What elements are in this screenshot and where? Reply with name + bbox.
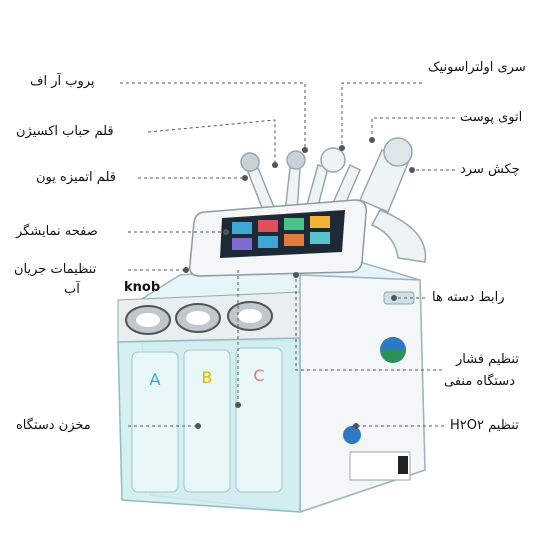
tank-bottle [183, 349, 231, 493]
tank-bottle [235, 347, 283, 493]
knob-cap [136, 313, 160, 327]
leader-dot [302, 147, 308, 153]
label-oxygen-pen: قلم حباب اکسیژن [16, 124, 114, 139]
screen-tile [232, 222, 252, 234]
tank-letter-a: A [150, 370, 161, 389]
leader-lines [120, 82, 455, 427]
tank-bottle [131, 351, 179, 493]
leader-probe-rf [120, 82, 306, 150]
leader-pressure [295, 275, 442, 371]
leader-dot [339, 145, 345, 151]
handpiece-rf-head [240, 152, 260, 172]
leader-dot [391, 295, 397, 301]
leader-dot [223, 229, 229, 235]
screen-tile [258, 236, 278, 248]
screen-tile [232, 238, 252, 250]
handpiece-oxygen-head [286, 150, 306, 170]
tank-bottles [131, 347, 283, 493]
label-knob: knob [124, 280, 161, 295]
screen-tiles [232, 216, 330, 250]
handpiece-ultrasonic-head [320, 147, 346, 173]
knob-cap [238, 309, 262, 323]
label-ion-pen: قلم اتمیزه یون [36, 170, 116, 185]
screen-tile [284, 234, 304, 246]
label-ultrasonic: سری اولتراسونیک [428, 60, 526, 75]
screen-tile [310, 232, 330, 244]
leader-dot [195, 423, 201, 429]
leader-dot [293, 272, 299, 278]
label-screen: صفحه نمایشگر [16, 224, 98, 239]
leader-skin-iron [371, 117, 455, 140]
screen-tile [258, 220, 278, 232]
label-tank: مخزن دستگاه [16, 418, 91, 433]
label-h2o2: تنظیم H۲O۲ [450, 418, 519, 433]
screen-tile [310, 216, 330, 228]
label-pressure-1: تنظیم فشار [456, 352, 519, 367]
leader-dot [235, 402, 241, 408]
screen-tile [284, 218, 304, 230]
handpiece-cold-hammer-head [383, 137, 413, 167]
h2o2-button [343, 426, 361, 444]
leader-dot [369, 137, 375, 143]
leader-dot [272, 162, 278, 168]
knob-cap [186, 311, 210, 325]
tank-letter-b: B [202, 368, 213, 387]
label-pressure-2: دستگاه منفی [444, 374, 515, 389]
label-cold-hammer: چکش سرد [460, 162, 520, 177]
label-water-flow-2: آب [64, 282, 80, 297]
handpiece-holder [370, 209, 427, 263]
label-handle-connector: رابط دسته ها [432, 290, 505, 305]
label-skin-iron: اتوی پوست [460, 110, 523, 125]
tank-letter-c: C [253, 366, 264, 385]
leader-dots [183, 137, 415, 429]
leader-ultrasonic [341, 82, 422, 148]
leader-dot [183, 267, 189, 273]
leader-dot [242, 175, 248, 181]
power-switch [398, 456, 408, 474]
leader-oxygen-pen [147, 119, 276, 165]
leader-dot [353, 423, 359, 429]
leader-dot [409, 167, 415, 173]
knobs [125, 301, 273, 335]
label-water-flow-1: تنظیمات جریان [14, 262, 97, 277]
label-probe-rf: پروب آر اف [30, 74, 95, 89]
